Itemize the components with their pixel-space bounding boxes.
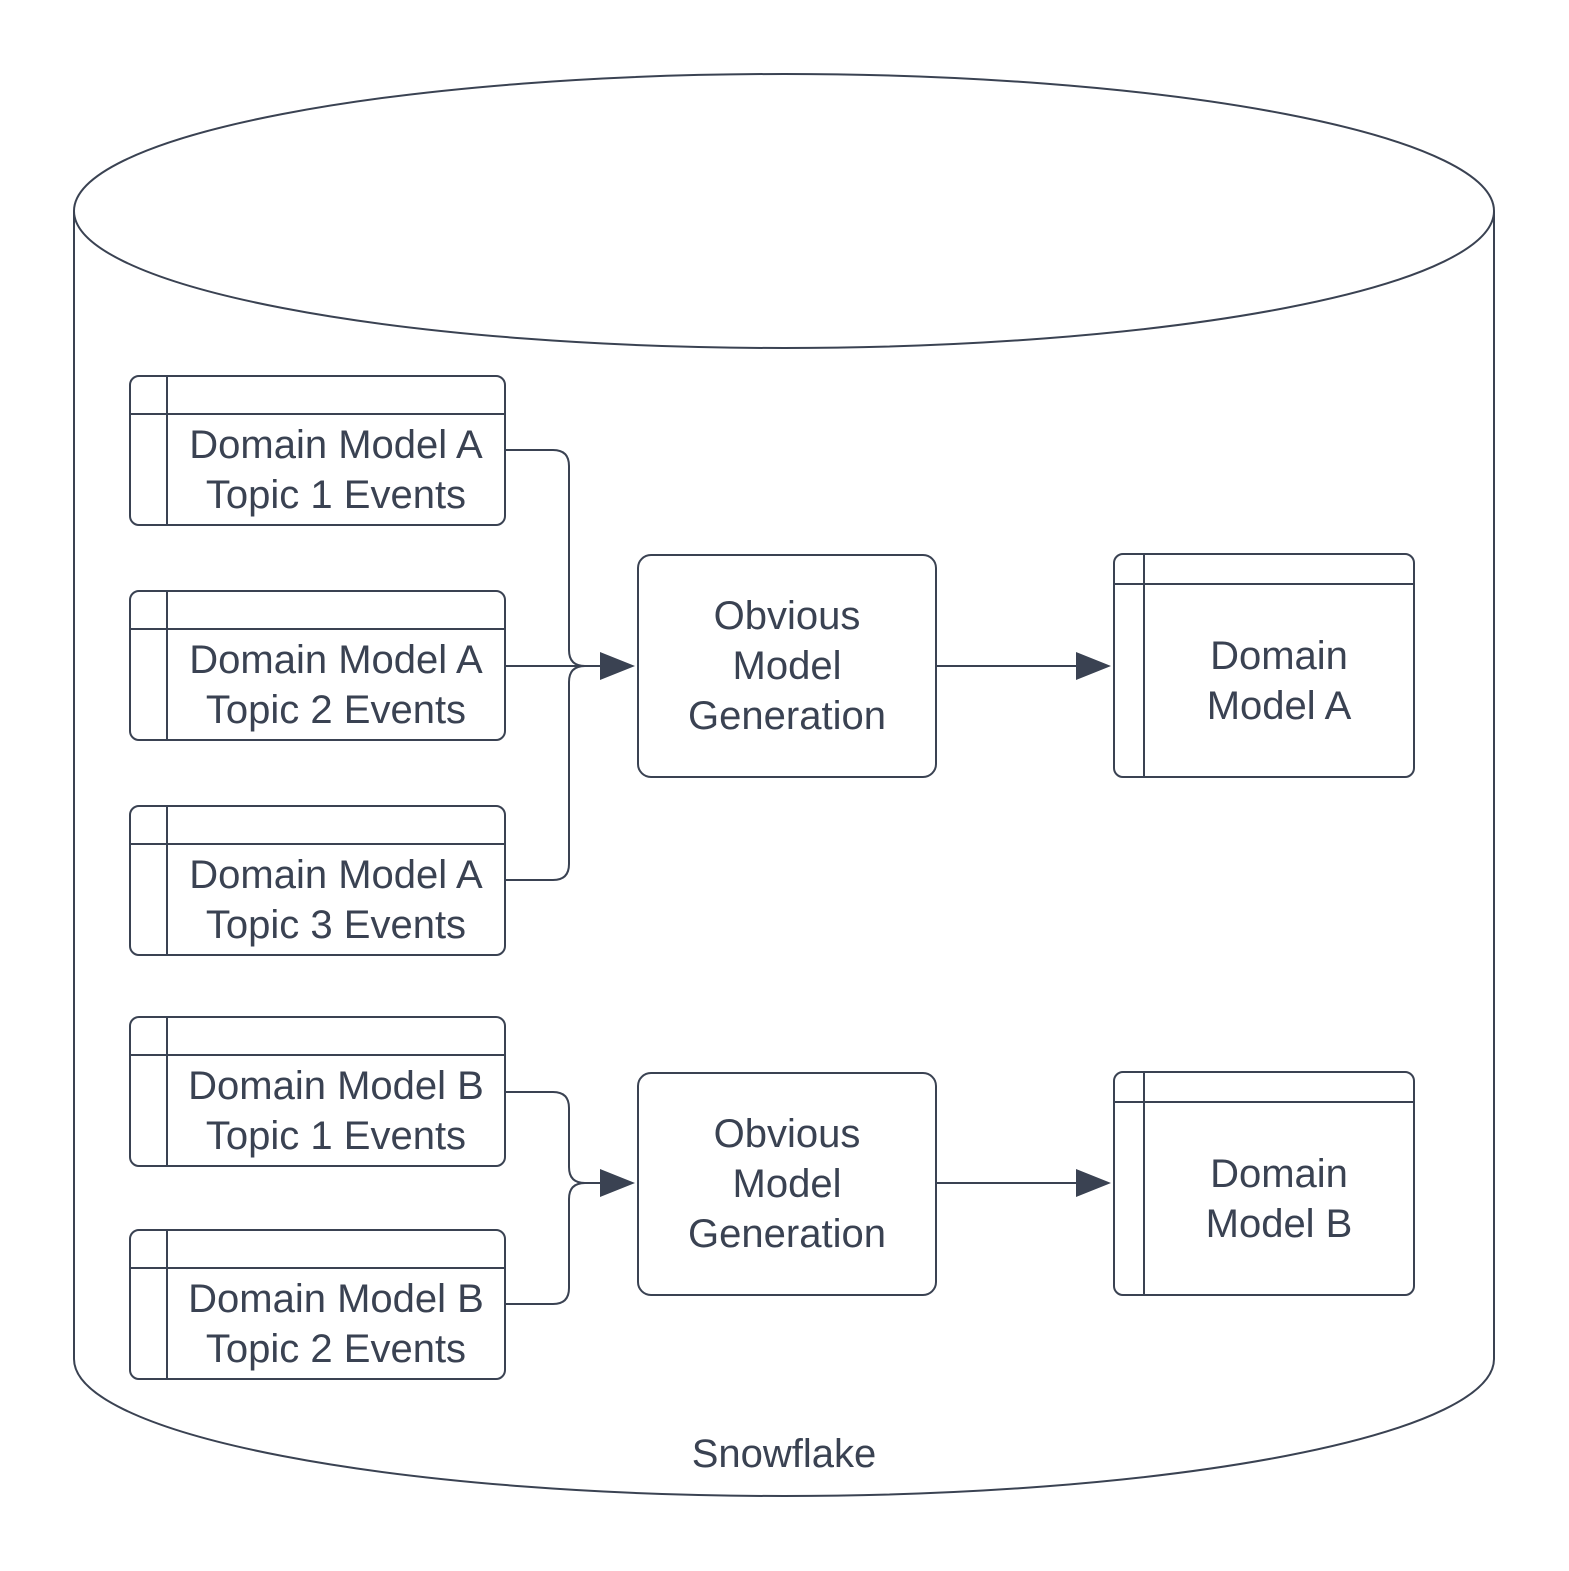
- table-header-divider: [131, 1267, 504, 1269]
- node-label-line: Model A: [1206, 683, 1352, 728]
- table-node-domain-model-a-topic-3-events: Domain Model A Topic 3 Events: [129, 805, 506, 956]
- table-header-divider: [1115, 1101, 1413, 1103]
- node-label-line: Obvious: [713, 594, 861, 638]
- arrowhead-into-process-b: [600, 1169, 635, 1197]
- table-header-divider: [131, 628, 504, 630]
- node-label: Domain Model A Topic 2 Events: [168, 630, 504, 739]
- arrowhead-into-output-b: [1076, 1169, 1111, 1197]
- connector-a1-to-merge: [506, 449, 600, 667]
- cylinder-top-ellipse: [73, 73, 1495, 349]
- node-label-line: Generation: [688, 1212, 886, 1256]
- node-label: Domain Model B Topic 2 Events: [168, 1269, 504, 1378]
- node-label-line: Topic 2 Events: [205, 1326, 467, 1371]
- arrowhead-into-process-a: [600, 652, 635, 680]
- node-label-line: Topic 3 Events: [205, 902, 467, 947]
- table-node-domain-model-a-topic-1-events: Domain Model A Topic 1 Events: [129, 375, 506, 526]
- node-label-line: Topic 1 Events: [205, 1113, 467, 1158]
- node-label-line: Generation: [688, 694, 886, 738]
- table-header-divider: [131, 1054, 504, 1056]
- table-node-domain-model-a: Domain Model A: [1113, 553, 1415, 778]
- node-label-line: Domain: [1210, 633, 1348, 678]
- table-header-divider: [1115, 583, 1413, 585]
- table-node-domain-model-b-topic-2-events: Domain Model B Topic 2 Events: [129, 1229, 506, 1380]
- arrowhead-into-output-a: [1076, 652, 1111, 680]
- table-column-divider: [1143, 555, 1145, 776]
- node-label: Domain Model A Topic 3 Events: [168, 845, 504, 954]
- connector-b1-to-merge: [506, 1091, 600, 1184]
- node-label-line: Model B: [1205, 1201, 1353, 1246]
- table-column-divider: [166, 377, 168, 524]
- connector-b2-to-merge: [506, 1182, 600, 1305]
- table-column-divider: [166, 1231, 168, 1378]
- process-node-obvious-model-generation-b: Obvious Model Generation: [637, 1072, 937, 1296]
- node-label-line: Topic 2 Events: [205, 687, 467, 732]
- snowflake-cylinder: [73, 73, 1495, 1497]
- node-label-line: Domain Model A: [189, 422, 483, 467]
- table-node-domain-model-b-topic-1-events: Domain Model B Topic 1 Events: [129, 1016, 506, 1167]
- node-label: Domain Model B: [1145, 1103, 1413, 1294]
- node-label-line: Domain Model A: [189, 637, 483, 682]
- connectors-group-b: [506, 1091, 1076, 1305]
- node-label-line: Domain Model B: [188, 1063, 484, 1108]
- table-column-divider: [166, 807, 168, 954]
- connectors-group-a: [506, 449, 1076, 881]
- table-column-divider: [166, 1018, 168, 1165]
- process-node-obvious-model-generation-a: Obvious Model Generation: [637, 554, 937, 778]
- node-label-line: Model: [732, 644, 842, 688]
- node-label-line: Obvious: [713, 1112, 861, 1156]
- node-label-line: Domain Model A: [189, 852, 483, 897]
- table-header-divider: [131, 843, 504, 845]
- node-label-line: Topic 1 Events: [205, 472, 467, 517]
- table-column-divider: [166, 592, 168, 739]
- node-label-line: Model: [732, 1162, 842, 1206]
- table-node-domain-model-a-topic-2-events: Domain Model A Topic 2 Events: [129, 590, 506, 741]
- table-column-divider: [1143, 1073, 1145, 1294]
- node-label: Domain Model A Topic 1 Events: [168, 415, 504, 524]
- node-label: Domain Model B Topic 1 Events: [168, 1056, 504, 1165]
- snowflake-label: Snowflake: [691, 1432, 877, 1476]
- node-label-line: Domain Model B: [188, 1276, 484, 1321]
- table-node-domain-model-b: Domain Model B: [1113, 1071, 1415, 1296]
- connector-a3-to-merge: [506, 665, 600, 881]
- table-header-divider: [131, 413, 504, 415]
- node-label: Domain Model A: [1145, 585, 1413, 776]
- node-label-line: Domain: [1210, 1151, 1348, 1196]
- cylinder-body: [73, 211, 1495, 1497]
